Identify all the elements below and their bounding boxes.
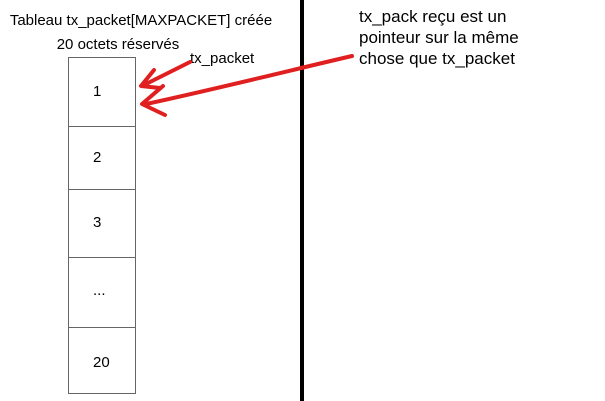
array-cell-2-label: 2 xyxy=(93,149,102,166)
explanation-note: tx_pack reçu est un pointeur sur la même… xyxy=(359,6,599,69)
pointer-arrow-short xyxy=(139,60,192,90)
array-cell-ellipsis: ... xyxy=(69,258,135,328)
array-cell-20-label: 20 xyxy=(93,354,110,371)
array-cell-3-label: 3 xyxy=(93,214,102,231)
array-cell-20: 20 xyxy=(69,328,135,393)
packet-array: 1 2 3 ... 20 xyxy=(68,57,136,394)
note-line-3: chose que tx_packet xyxy=(359,49,515,68)
vertical-divider xyxy=(300,0,304,401)
array-cell-1-label: 1 xyxy=(93,83,102,100)
array-cell-1: 1 xyxy=(69,58,135,127)
array-cell-ellipsis-label: ... xyxy=(93,282,106,299)
array-cell-3: 3 xyxy=(69,190,135,258)
pointer-label: tx_packet xyxy=(190,50,255,67)
note-line-2: pointeur sur la même xyxy=(359,28,519,47)
array-size-caption: 20 octets réservés xyxy=(56,36,180,53)
array-cell-2: 2 xyxy=(69,127,135,190)
array-caption: Tableau tx_packet[MAXPACKET] créée xyxy=(9,12,273,29)
note-line-1: tx_pack reçu est un xyxy=(359,7,507,26)
